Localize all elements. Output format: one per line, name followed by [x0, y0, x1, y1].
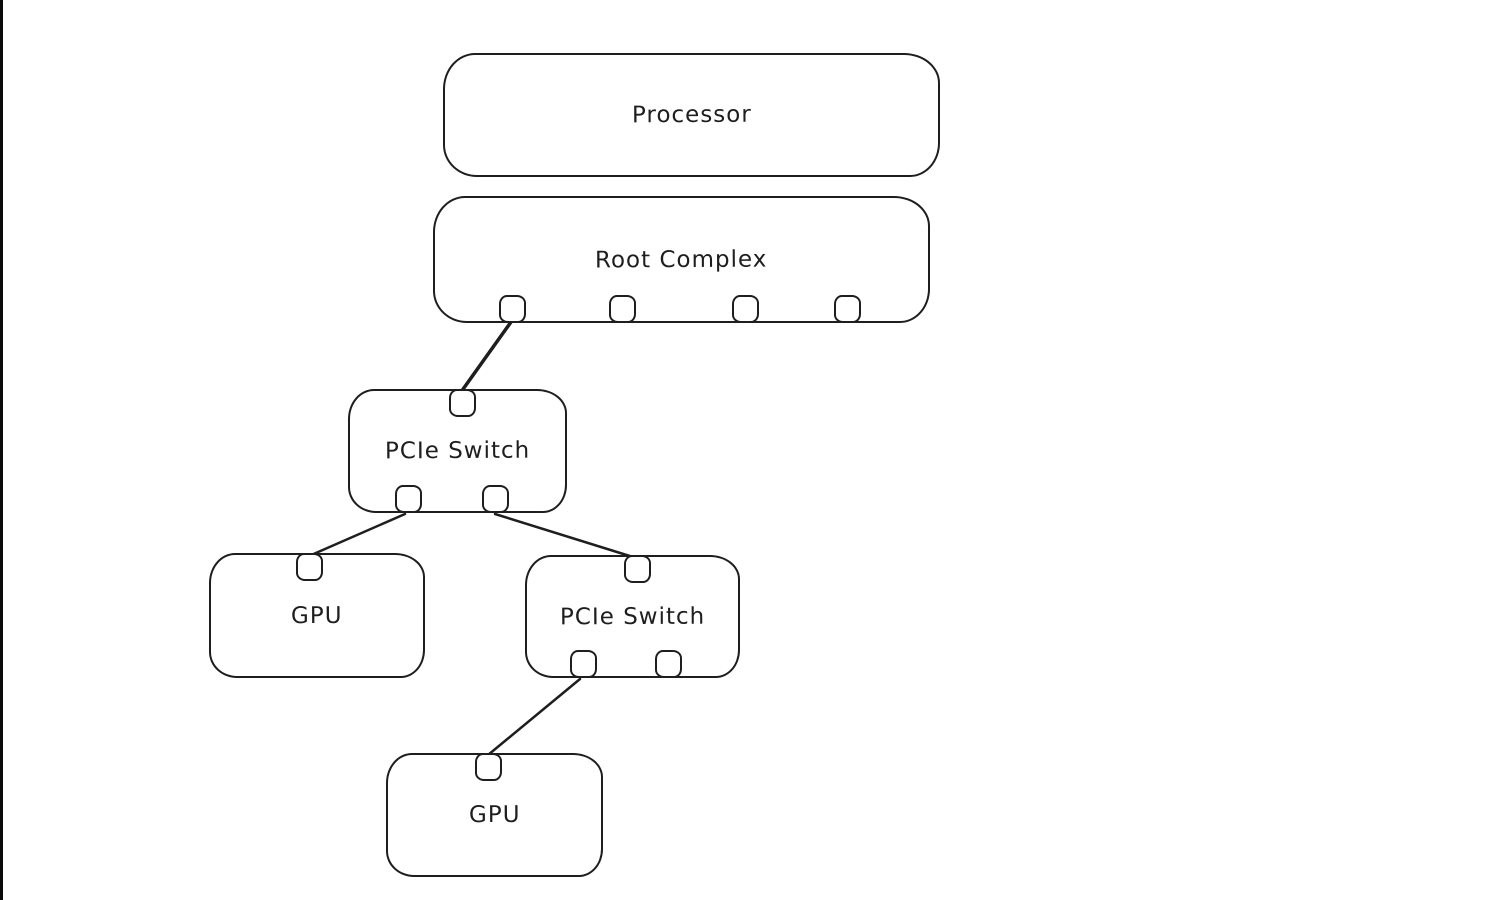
pcie-switch-2-upstream-port-icon [624, 555, 651, 583]
node-gpu-1: GPU [209, 553, 425, 678]
connector-switch1-to-switch2 [493, 512, 635, 559]
root-complex-downstream-port-1-icon [499, 295, 526, 323]
connector-rootcomplex-to-switch1 [459, 320, 513, 394]
node-gpu-2: GPU [386, 753, 603, 877]
connector-switch1-to-gpu1 [307, 512, 407, 558]
connector-switch2-to-gpu2 [486, 677, 582, 757]
gpu-2-upstream-port-icon [475, 753, 502, 781]
node-pcie-switch-1: PCIe Switch [348, 389, 567, 513]
gpu-1-upstream-port-icon [296, 553, 323, 581]
left-edge-border [0, 0, 3, 900]
node-pcie-switch-2-label: PCIe Switch [559, 603, 706, 630]
root-complex-downstream-port-3-icon [732, 295, 759, 323]
node-root-complex-label: Root Complex [595, 246, 768, 273]
node-processor: Processor [443, 53, 940, 177]
node-gpu-1-label: GPU [291, 602, 343, 629]
node-processor-label: Processor [631, 101, 752, 129]
node-pcie-switch-1-label: PCIe Switch [384, 437, 531, 465]
pcie-switch-1-downstream-port-2-icon [482, 485, 509, 513]
node-pcie-switch-2: PCIe Switch [525, 555, 740, 678]
pcie-switch-2-downstream-port-1-icon [570, 650, 597, 678]
node-gpu-2-label: GPU [468, 801, 521, 829]
node-root-complex: Root Complex [433, 196, 930, 323]
pcie-switch-1-upstream-port-icon [449, 389, 476, 417]
root-complex-downstream-port-2-icon [609, 295, 636, 323]
root-complex-downstream-port-4-icon [834, 295, 861, 323]
pcie-switch-1-downstream-port-1-icon [395, 485, 422, 513]
pcie-switch-2-downstream-port-2-icon [655, 650, 682, 678]
